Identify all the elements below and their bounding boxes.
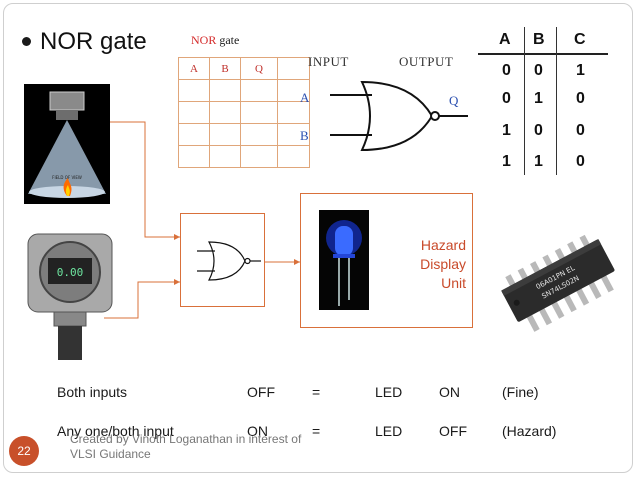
truth-col-divider bbox=[556, 27, 557, 175]
condition-1-state: OFF bbox=[247, 384, 275, 400]
gate-table-caption: NOR gate bbox=[191, 33, 239, 48]
truth-cell: 1 bbox=[534, 153, 543, 170]
hazard-display-unit-box: Hazard Display Unit bbox=[300, 193, 473, 328]
hazard-line-1: Hazard bbox=[420, 237, 466, 253]
gate-output-q: Q bbox=[449, 93, 459, 108]
blue-led-image bbox=[319, 210, 369, 310]
small-nor-gate-icon bbox=[197, 241, 261, 281]
slide-title: NOR gate bbox=[40, 28, 147, 55]
table-header-a: A bbox=[178, 57, 210, 80]
condition-1-eq: = bbox=[312, 384, 321, 400]
gas-detector-display-value: 0.00 bbox=[57, 266, 84, 279]
table-header-b: B bbox=[209, 57, 241, 80]
truth-cell: 0 bbox=[576, 90, 585, 107]
truth-cell: 1 bbox=[502, 122, 511, 139]
hazard-display-text: Hazard Display Unit bbox=[420, 236, 466, 293]
gate-input-label: INPUT bbox=[308, 54, 349, 69]
table-row bbox=[178, 123, 310, 146]
condition-2-state: ON bbox=[247, 423, 268, 439]
ic-chip-image: 06A01PN EL SN74LS02N bbox=[501, 234, 615, 332]
gas-detector-image: 0.00 bbox=[24, 226, 118, 362]
truth-header-a: A bbox=[499, 31, 511, 48]
table-row bbox=[178, 101, 310, 124]
truth-cell: 1 bbox=[502, 153, 511, 170]
table-header-q: Q bbox=[240, 57, 278, 80]
truth-header-b: B bbox=[533, 31, 545, 48]
truth-cell: 0 bbox=[502, 90, 511, 107]
truth-cell: 1 bbox=[534, 90, 543, 107]
condition-2-eq: = bbox=[312, 423, 321, 439]
hazard-line-3: Unit bbox=[441, 275, 466, 291]
table-row bbox=[178, 145, 310, 168]
truth-cell: 0 bbox=[534, 122, 543, 139]
truth-header-divider bbox=[478, 53, 608, 55]
table-header-row: A B Q bbox=[178, 57, 310, 80]
truth-cell: 0 bbox=[576, 122, 585, 139]
condition-2-result: OFF bbox=[439, 423, 467, 439]
truth-cell: 0 bbox=[502, 62, 511, 79]
condition-2-note: (Hazard) bbox=[502, 423, 557, 439]
condition-1-note: (Fine) bbox=[502, 384, 539, 400]
hazard-line-2: Display bbox=[420, 256, 466, 272]
gate-input-a: A bbox=[300, 90, 310, 105]
condition-2-device: LED bbox=[375, 423, 403, 439]
condition-2-inputs: Any one/both input bbox=[57, 423, 174, 439]
footer-line-1: Created by Vinoth Loganathan in interest… bbox=[70, 432, 302, 446]
gate-truth-table-empty: A B Q bbox=[178, 57, 310, 168]
truth-cell: 0 bbox=[534, 62, 543, 79]
field-of-view-label: FIELD OF VIEW bbox=[52, 175, 82, 180]
flame-detector-image: FIELD OF VIEW bbox=[24, 84, 110, 204]
truth-cell: 1 bbox=[576, 62, 585, 79]
truth-header-c: C bbox=[574, 31, 586, 48]
table-header-blank bbox=[277, 57, 310, 80]
footer-line-2: VLSI Guidance bbox=[70, 447, 151, 461]
gate-table-caption-gate: gate bbox=[219, 33, 240, 47]
table-row bbox=[178, 79, 310, 102]
page-number-badge: 22 bbox=[9, 436, 39, 466]
truth-col-divider bbox=[524, 27, 525, 175]
footer-credit: Created by Vinoth Loganathan in interest… bbox=[70, 432, 301, 462]
truth-cell: 0 bbox=[576, 153, 585, 170]
bullet-icon bbox=[22, 37, 31, 46]
nor-gate-symbol-icon bbox=[330, 80, 468, 152]
condition-1-result: ON bbox=[439, 384, 460, 400]
condition-1-inputs: Both inputs bbox=[57, 384, 128, 400]
condition-1-device: LED bbox=[375, 384, 403, 400]
slide-frame bbox=[3, 3, 633, 473]
gate-output-label: OUTPUT bbox=[399, 54, 454, 69]
small-nor-gate-box bbox=[180, 213, 265, 307]
gate-table-caption-nor: NOR bbox=[191, 33, 217, 47]
gate-input-b: B bbox=[300, 128, 309, 143]
